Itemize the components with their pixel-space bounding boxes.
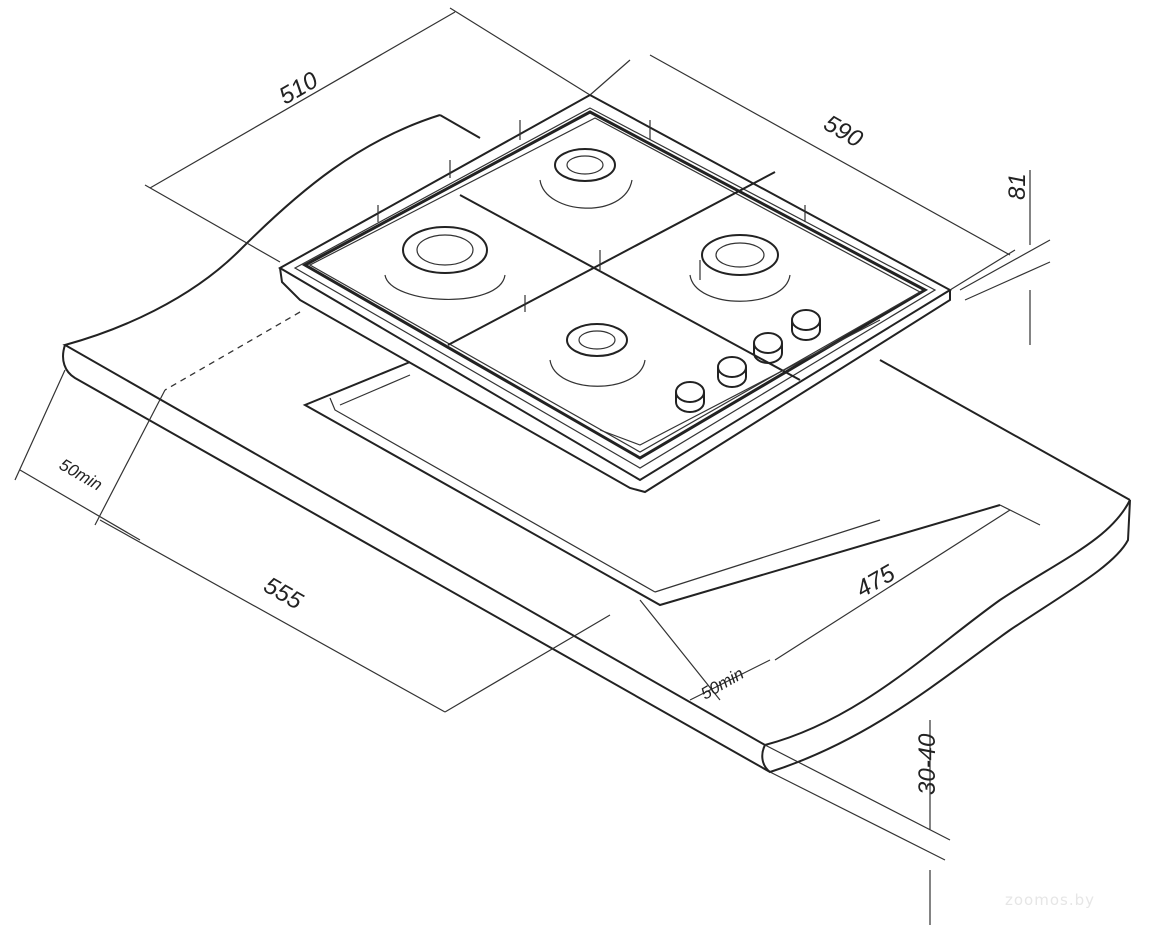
control-knobs bbox=[675, 309, 821, 413]
label-50min-front: 50min bbox=[698, 664, 748, 704]
watermark: zoomos.by bbox=[1005, 891, 1095, 909]
label-555: 555 bbox=[259, 572, 308, 616]
cutout bbox=[302, 361, 1001, 607]
gas-hob bbox=[277, 93, 953, 494]
label-50min-rear: 50min bbox=[56, 455, 106, 495]
countertop bbox=[62, 114, 1131, 774]
burners bbox=[384, 148, 791, 387]
label-81: 81 bbox=[1004, 173, 1031, 200]
label-510: 510 bbox=[275, 66, 324, 110]
label-590: 590 bbox=[819, 110, 868, 154]
dimension-labels: 510 590 81 50min 555 475 50min 30-40 zoo… bbox=[56, 66, 1095, 909]
label-475: 475 bbox=[852, 559, 901, 603]
label-30-40: 30-40 bbox=[914, 733, 941, 795]
dimension-lines bbox=[14, 7, 1051, 925]
